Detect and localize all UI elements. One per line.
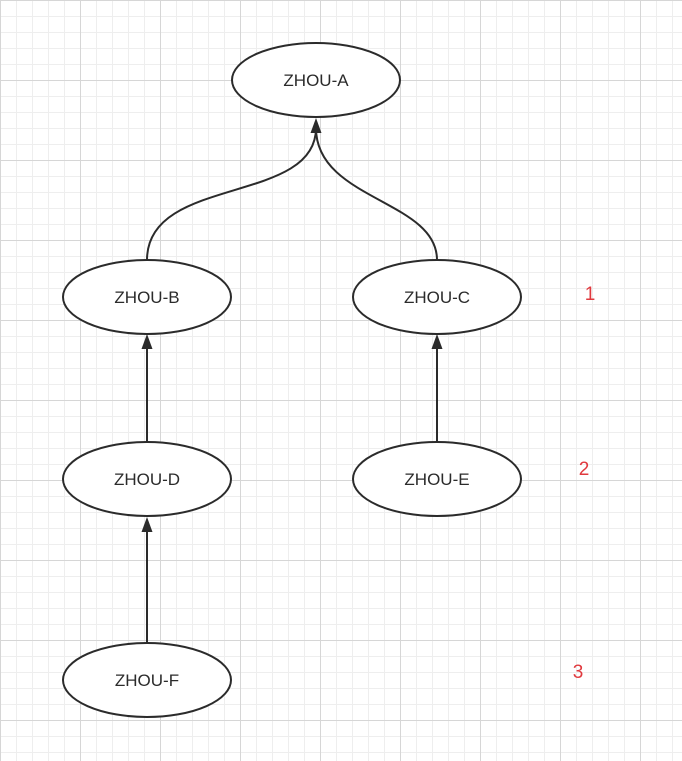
node-zhou-a[interactable]: ZHOU-A [231,42,401,118]
arrowhead-into-b [141,334,153,349]
node-zhou-b[interactable]: ZHOU-B [62,259,232,335]
node-label: ZHOU-D [114,470,180,489]
node-label: ZHOU-E [404,470,469,489]
node-zhou-d[interactable]: ZHOU-D [62,441,232,517]
node-label: ZHOU-B [114,288,179,307]
edge-c-to-a [315,127,438,261]
level-label-2: 2 [579,459,590,480]
edge-b-to-a [146,127,317,261]
node-label: ZHOU-C [404,288,470,307]
level-label-1: 1 [585,284,596,305]
node-zhou-c[interactable]: ZHOU-C [352,259,522,335]
node-zhou-f[interactable]: ZHOU-F [62,642,232,718]
arrowhead-into-d [141,517,153,532]
arrowhead-into-a [310,118,322,133]
node-zhou-e[interactable]: ZHOU-E [352,441,522,517]
level-label-3: 3 [573,662,584,683]
arrowhead-into-c [431,334,443,349]
node-label: ZHOU-A [283,71,349,90]
node-label: ZHOU-F [115,671,179,690]
